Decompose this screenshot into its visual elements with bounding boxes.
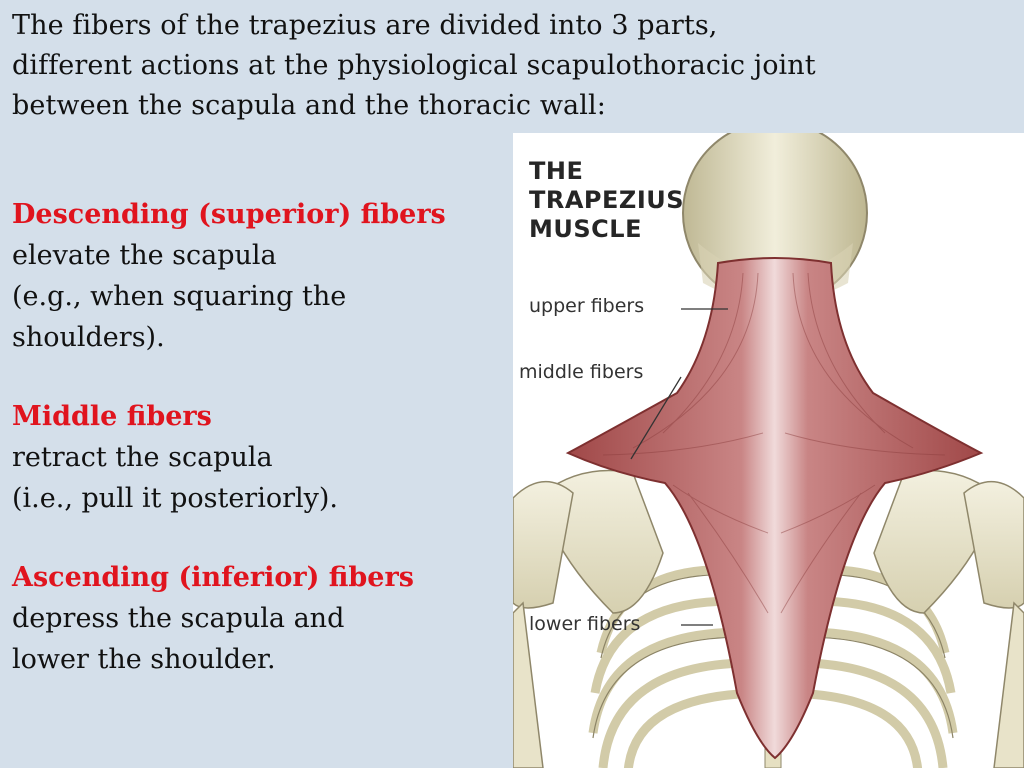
right-shoulder-bones bbox=[873, 469, 1024, 768]
section-ascending: Ascending (inferior) fibers depress the … bbox=[12, 557, 512, 680]
section-descending: Descending (superior) fibers elevate the… bbox=[12, 194, 512, 358]
figure-title-line: TRAPEZIUS bbox=[529, 186, 685, 214]
figure-title-line: MUSCLE bbox=[529, 215, 642, 243]
section-title: Ascending (inferior) fibers bbox=[12, 562, 414, 593]
section-title: Middle fibers bbox=[12, 401, 212, 432]
figure-title-line: THE bbox=[529, 157, 584, 185]
section-line: depress the scapula and bbox=[12, 603, 345, 634]
label-middle-fibers: middle fibers bbox=[519, 361, 644, 383]
intro-line: The fibers of the trapezius are divided … bbox=[12, 10, 718, 41]
left-shoulder-bones bbox=[513, 469, 664, 768]
section-line: (i.e., pull it posteriorly). bbox=[12, 483, 339, 514]
trapezius-muscle bbox=[565, 257, 984, 760]
section-line: lower the shoulder. bbox=[12, 644, 276, 675]
trapezius-illustration: THE TRAPEZIUS MUSCLE upper fibers middle… bbox=[513, 133, 1024, 768]
anatomy-drawing bbox=[513, 133, 1024, 768]
figure-title: THE TRAPEZIUS MUSCLE bbox=[529, 157, 684, 244]
label-lower-fibers: lower fibers bbox=[529, 613, 641, 635]
label-upper-fibers: upper fibers bbox=[529, 295, 645, 317]
intro-text: The fibers of the trapezius are divided … bbox=[12, 6, 1012, 126]
section-middle: Middle fibers retract the scapula (i.e.,… bbox=[12, 396, 512, 519]
section-line: (e.g., when squaring the bbox=[12, 281, 347, 312]
section-line: retract the scapula bbox=[12, 442, 273, 473]
intro-line: between the scapula and the thoracic wal… bbox=[12, 90, 606, 121]
label-leaders bbox=[630, 308, 728, 626]
fiber-sections: Descending (superior) fibers elevate the… bbox=[12, 194, 512, 718]
section-line: shoulders). bbox=[12, 322, 165, 353]
intro-line: different actions at the physiological s… bbox=[12, 50, 816, 81]
section-line: elevate the scapula bbox=[12, 240, 277, 271]
section-title: Descending (superior) fibers bbox=[12, 199, 446, 230]
